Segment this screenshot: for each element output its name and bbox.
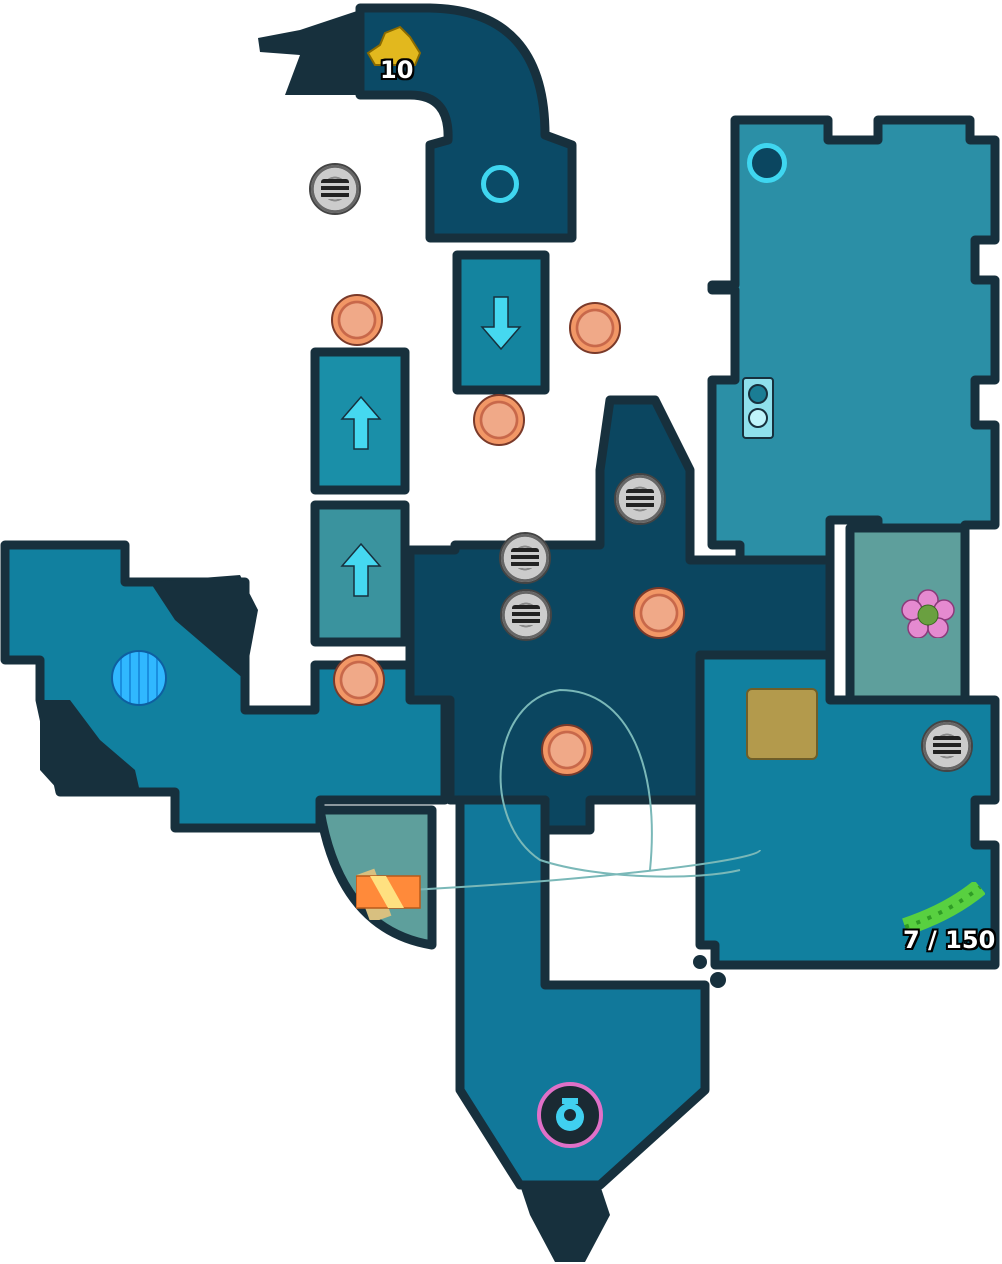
fan-icon[interactable] <box>500 589 552 641</box>
drain-grate-icon <box>111 650 167 706</box>
pressure-plate-icon[interactable] <box>331 294 383 346</box>
fan-icon[interactable] <box>309 163 361 215</box>
arrow-up-icon <box>340 542 382 602</box>
wire-path <box>409 688 761 891</box>
arrow-down-icon <box>480 295 522 355</box>
teleport-ring-icon[interactable] <box>481 165 519 203</box>
gold-count: 10 <box>380 56 414 84</box>
teleport-ring-icon[interactable] <box>747 143 787 183</box>
right-upper-room <box>707 115 1000 565</box>
fan-icon[interactable] <box>921 720 973 772</box>
flower-icon[interactable] <box>900 588 956 642</box>
pressure-plate-icon[interactable] <box>473 394 525 446</box>
conveyor-box-icon[interactable] <box>353 864 422 924</box>
pressure-plate-icon[interactable] <box>633 587 685 639</box>
rail-track-icon <box>900 880 986 936</box>
pressure-plate-icon[interactable] <box>569 302 621 354</box>
track-progress: 7 / 150 <box>903 926 996 954</box>
fan-icon[interactable] <box>614 473 666 525</box>
pressure-plate-icon[interactable] <box>541 724 593 776</box>
fan-icon[interactable] <box>499 532 551 584</box>
arrow-up-icon <box>340 395 382 455</box>
switch-icon[interactable] <box>742 377 774 439</box>
pressure-plate-icon[interactable] <box>333 654 385 706</box>
gold-nugget-icon <box>365 25 427 70</box>
sand-block-icon[interactable] <box>746 688 818 760</box>
robot-player-icon[interactable] <box>537 1082 603 1148</box>
